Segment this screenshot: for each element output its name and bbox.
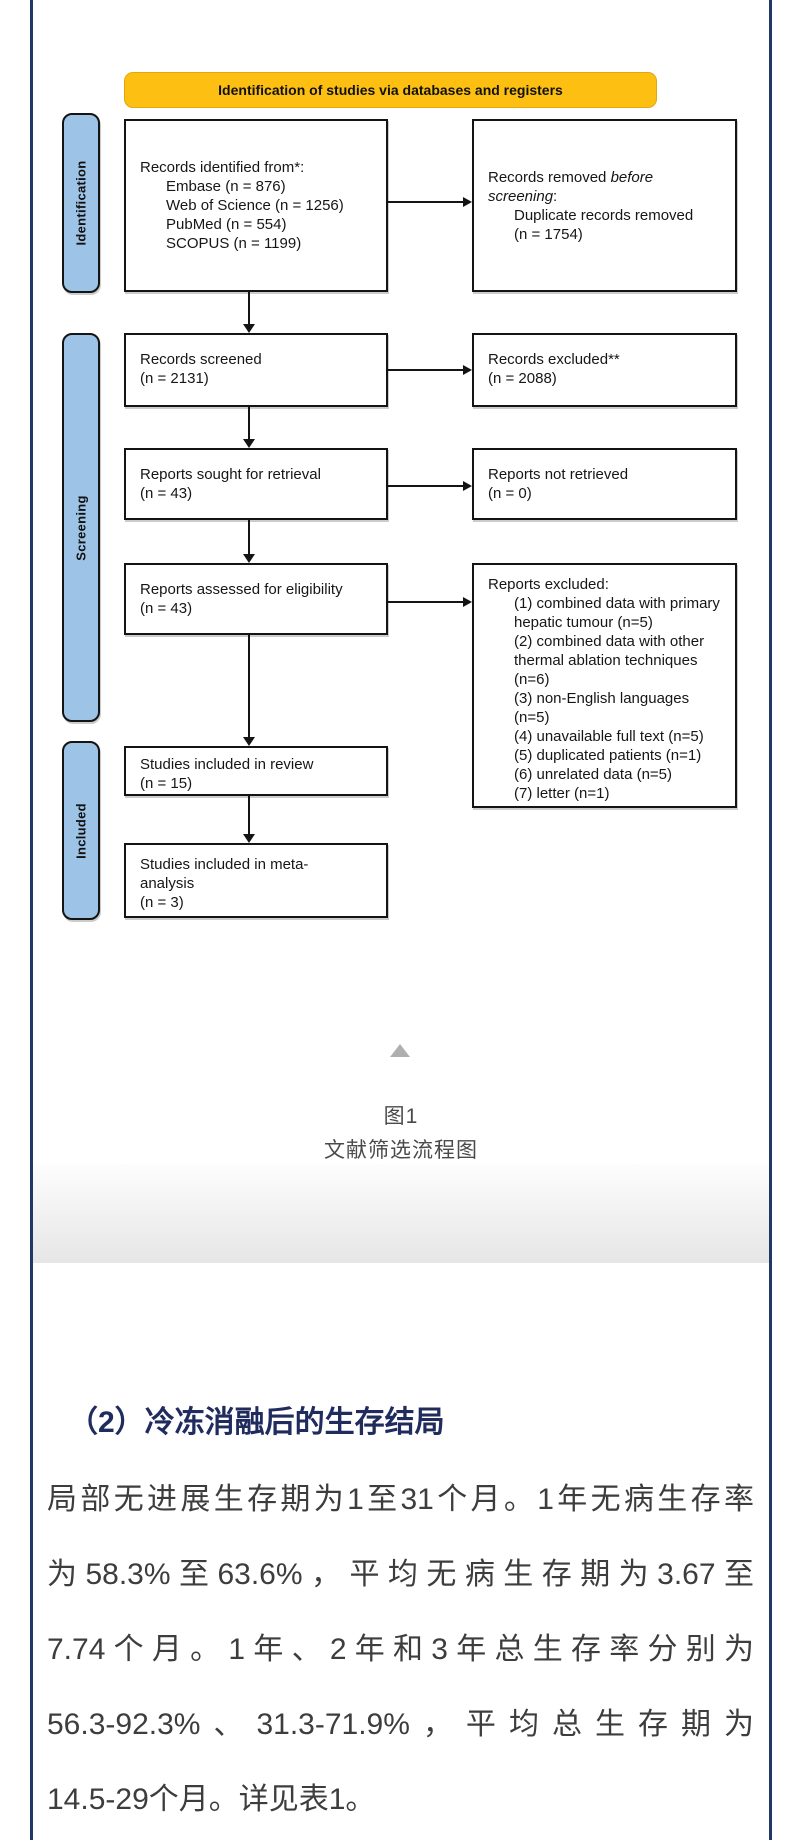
exclusion-reason: (6) unrelated data (n=5) — [514, 766, 673, 783]
box-records-excluded: Records excluded** (n = 2088) — [472, 333, 737, 407]
arrow-down-2-head — [243, 439, 255, 448]
arrow-right-3-head — [463, 481, 472, 491]
figure-caption: 图1 文献筛选流程图 — [33, 1100, 769, 1168]
box-line: (n = 3) — [140, 894, 184, 911]
stage-label-screening: Screening — [73, 494, 89, 561]
page-left-border — [30, 0, 33, 1840]
box-reports-not-retrieved: Reports not retrieved (n = 0) — [472, 448, 737, 520]
box-line: Reports sought for retrieval — [140, 466, 321, 483]
arrow-right-2 — [388, 369, 463, 371]
box-line: (n = 43) — [140, 485, 193, 502]
arrow-right-2-head — [463, 365, 472, 375]
db-item: Embase (n = 876) — [166, 178, 286, 195]
arrow-right-3 — [388, 485, 463, 487]
stage-pill-included: Included — [62, 741, 100, 920]
box-line: (n = 0) — [488, 485, 532, 502]
stage-label-included: Included — [73, 802, 89, 859]
box-reports-sought: Reports sought for retrieval (n = 43) — [124, 448, 388, 520]
article-heading: （2）冷冻消融后的生存结局 — [68, 1406, 445, 1439]
box-line: Records excluded** — [488, 351, 620, 368]
exclusion-reason: (4) unavailable full text (n=5) — [514, 728, 704, 745]
box-line: (n = 1754) — [514, 225, 583, 243]
exclusion-reason: (7) letter (n=1) — [514, 785, 610, 802]
box-records-identified: Records identified from*: Embase (n = 87… — [124, 119, 388, 292]
box-title: Records identified from*: — [140, 159, 305, 176]
box-records-screened: Records screened (n = 2131) — [124, 333, 388, 407]
box-studies-review: Studies included in review (n = 15) — [124, 746, 388, 796]
exclusion-reason: (2) combined data with other thermal abl… — [514, 633, 705, 688]
box-line: Reports assessed for eligibility — [140, 581, 343, 598]
exclusion-reason: (1) combined data with primary hepatic t… — [514, 595, 720, 631]
paragraph-line: 56.3-92.3%、31.3-71.9%，平均总生存期为 — [47, 1708, 754, 1741]
figure-number: 图1 — [383, 1105, 419, 1128]
arrow-down-4 — [248, 635, 250, 737]
arrow-right-4-head — [463, 597, 472, 607]
box-line: screening: — [488, 187, 558, 205]
box-line: Records screened — [140, 351, 262, 368]
paragraph-line: 局部无进展生存期为1至31个月。1年无病生存率 — [47, 1483, 754, 1516]
flowchart-banner-label: Identification of studies via databases … — [218, 82, 563, 98]
arrow-down-2 — [248, 407, 250, 439]
box-line: Reports not retrieved — [488, 466, 629, 483]
arrow-down-3 — [248, 520, 250, 554]
exclusion-reason: (3) non-English languages (n=5) — [514, 690, 690, 726]
paragraph-line: 7.74个月。1年、2年和3年总生存率分别为 — [47, 1633, 754, 1666]
arrow-right-1-head — [463, 197, 472, 207]
arrow-down-5-head — [243, 834, 255, 843]
stage-pill-identification: Identification — [62, 113, 100, 293]
db-item: Web of Science (n = 1256) — [166, 197, 344, 214]
page-right-border — [769, 0, 772, 1840]
paragraph-line: 14.5-29个月。详见表1。 — [47, 1783, 376, 1816]
box-line: Studies included in meta- — [140, 856, 309, 873]
arrow-down-1-head — [243, 324, 255, 333]
box-reports-assessed: Reports assessed for eligibility (n = 43… — [124, 563, 388, 635]
arrow-down-3-head — [243, 554, 255, 563]
figure-title: 文献筛选流程图 — [324, 1139, 478, 1162]
box-line: (n = 2088) — [488, 370, 557, 387]
box-line: (n = 43) — [140, 600, 193, 617]
box-line: analysis — [140, 875, 195, 892]
arrow-right-1 — [388, 201, 463, 203]
db-item: SCOPUS (n = 1199) — [166, 235, 302, 252]
arrow-down-5 — [248, 796, 250, 834]
box-line: Duplicate records removed — [514, 206, 694, 224]
stage-label-identification: Identification — [73, 160, 89, 246]
stage-pill-screening: Screening — [62, 333, 100, 722]
collapse-arrow-icon[interactable] — [390, 1044, 410, 1057]
arrow-right-4 — [388, 601, 463, 603]
exclusion-reason: (5) duplicated patients (n=1) — [514, 747, 702, 764]
box-records-removed: Records removed before screening: Duplic… — [472, 119, 737, 292]
db-item: PubMed (n = 554) — [166, 216, 287, 233]
section-divider-band — [33, 1164, 769, 1263]
box-line: (n = 2131) — [140, 370, 209, 387]
box-reports-excluded: Reports excluded: (1) combined data with… — [472, 563, 737, 808]
box-line: (n = 15) — [140, 775, 193, 792]
arrow-down-4-head — [243, 737, 255, 746]
article-paragraph: 局部无进展生存期为1至31个月。1年无病生存率 为58.3%至63.6%，平均无… — [47, 1462, 754, 1837]
flowchart-banner: Identification of studies via databases … — [124, 72, 657, 108]
box-studies-meta: Studies included in meta- analysis (n = … — [124, 843, 388, 918]
box-line: Records removed before — [488, 168, 654, 186]
arrow-down-1 — [248, 292, 250, 325]
paragraph-line: 为58.3%至63.6%，平均无病生存期为3.67至 — [47, 1558, 754, 1591]
box-line: Studies included in review — [140, 756, 314, 773]
box-title: Reports excluded: — [488, 576, 609, 593]
